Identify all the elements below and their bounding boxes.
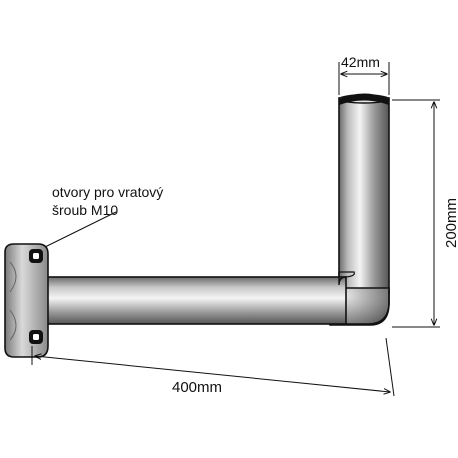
mounting-plate (4, 243, 49, 358)
hole-callout (44, 211, 117, 248)
dimension-width (338, 62, 390, 95)
tube-top-cap (338, 93, 390, 105)
vertical-tube (338, 97, 390, 294)
length-label: 400mm (172, 379, 222, 396)
note-line-2: šroub M10 (52, 202, 118, 218)
height-label: 200mm (443, 198, 458, 248)
bolt-hole-bottom (29, 330, 43, 344)
note-line-1: otvory pro vratový (52, 184, 163, 200)
width-label: 42mm (341, 54, 380, 70)
dimension-length (31, 337, 395, 397)
bolt-hole-top (29, 249, 43, 263)
dimension-height (392, 99, 440, 328)
horizontal-tube (25, 276, 347, 325)
